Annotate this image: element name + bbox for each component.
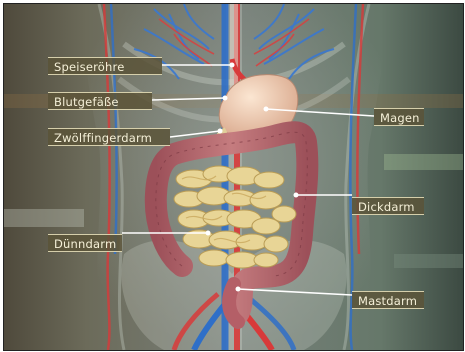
label-dickdarm: Dickdarm [352,197,424,215]
label-blutgefaesse: Blutgefäße [48,92,152,110]
label-duenndarm: Dünndarm [48,234,122,252]
label-zwoelffingerdarm: Zwölffingerdarm [48,128,170,146]
label-speiseroehre: Speiseröhre [48,57,162,75]
anatomy-figure: Speiseröhre Blutgefäße Zwölffingerdarm M… [3,3,464,351]
label-magen: Magen [374,108,424,126]
label-mastdarm: Mastdarm [352,291,424,309]
